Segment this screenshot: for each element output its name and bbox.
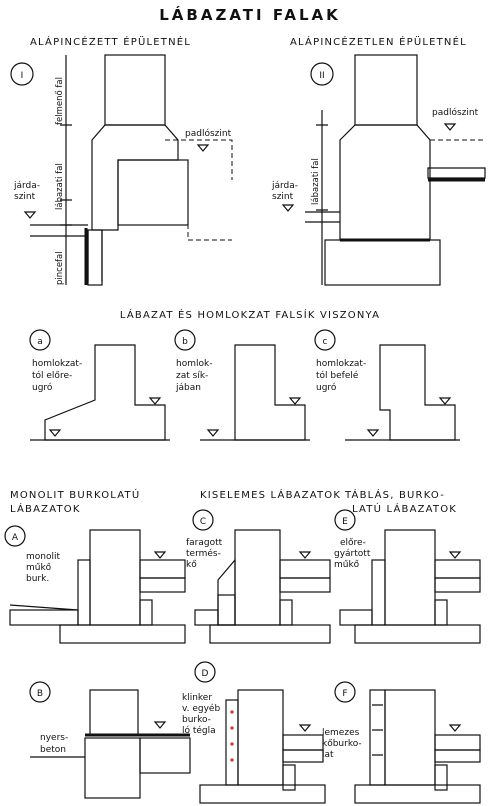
b-line2: zat sík- bbox=[176, 371, 208, 381]
svg-text:burk.: burk. bbox=[26, 574, 49, 584]
numeral-I: I bbox=[21, 71, 24, 81]
detail-A: A monolit műkő burk. bbox=[4, 525, 186, 644]
svg-text:faragott: faragott bbox=[186, 538, 223, 548]
detail-F: F lemezes kőburko- lat bbox=[322, 681, 481, 804]
svg-text:műkő: műkő bbox=[334, 560, 360, 570]
header-monolit-1: MONOLIT BURKOLATÚ bbox=[10, 488, 140, 501]
c-line1: homlokzat- bbox=[316, 359, 366, 369]
svg-text:D: D bbox=[202, 669, 209, 679]
b-line1: homlok- bbox=[176, 359, 212, 369]
b-line3: jában bbox=[175, 383, 201, 393]
svg-text:klinker: klinker bbox=[182, 693, 212, 703]
variant-b: b homlok- zat sík- jában bbox=[174, 329, 310, 441]
label-pincefal: pincefal bbox=[55, 251, 65, 285]
svg-text:lat: lat bbox=[322, 750, 334, 760]
a-line2: tól előre- bbox=[32, 370, 72, 381]
c-line3: ugró bbox=[316, 382, 337, 393]
svg-text:kő: kő bbox=[186, 560, 197, 570]
label-felmeno-fal: felmenő fal bbox=[55, 77, 65, 125]
svg-text:F: F bbox=[342, 689, 347, 699]
svg-text:beton: beton bbox=[40, 745, 66, 755]
svg-text:burko-: burko- bbox=[182, 715, 211, 725]
label-jarda2-I: szint bbox=[14, 192, 36, 202]
a-line3: ugró bbox=[32, 382, 53, 393]
svg-text:C: C bbox=[200, 517, 206, 527]
caption-middle: LÁBAZAT ÉS HOMLOKZAT FALSÍK VISZONYA bbox=[120, 308, 380, 321]
a-line1: homlokzat- bbox=[32, 359, 82, 369]
svg-text:ló tégla: ló tégla bbox=[182, 725, 216, 736]
label-padloszint-II: padlószint bbox=[432, 107, 479, 118]
svg-text:nyers-: nyers- bbox=[40, 733, 68, 743]
svg-text:gyártott: gyártott bbox=[334, 549, 371, 559]
detail-C: C faragott termés- kő bbox=[186, 509, 331, 644]
variant-c: c homlokzat- tól befelé ugró bbox=[314, 329, 460, 441]
detail-E: E előre- gyártott műkő bbox=[334, 509, 481, 644]
label-labazati-fal-I: lábazati fal bbox=[55, 163, 65, 210]
numeral-circle-II bbox=[310, 62, 334, 86]
label-labazati-fal-II: lábazati fal bbox=[311, 158, 321, 205]
label-jarda1-II: járda- bbox=[271, 181, 298, 191]
svg-text:a: a bbox=[37, 337, 43, 347]
svg-text:E: E bbox=[342, 517, 348, 527]
svg-text:lemezes: lemezes bbox=[322, 728, 360, 738]
section-I: ALÁPINCÉZETT ÉPÜLETNÉL I felmenő fal láb… bbox=[10, 35, 233, 286]
svg-text:kőburko-: kőburko- bbox=[322, 739, 362, 749]
svg-text:B: B bbox=[37, 689, 43, 699]
svg-text:v. egyéb: v. egyéb bbox=[182, 703, 220, 714]
page-title: LÁBAZATI FALAK bbox=[159, 5, 341, 24]
label-padloszint-I: padlószint bbox=[185, 128, 232, 139]
svg-text:monolit: monolit bbox=[26, 552, 60, 562]
svg-text:c: c bbox=[323, 337, 328, 347]
label-jarda2-II: szint bbox=[272, 192, 294, 202]
detail-D: D klinker v. egyéb burko- ló tégla bbox=[182, 661, 326, 804]
c-line2: tól befelé bbox=[316, 370, 359, 381]
variant-a: a homlokzat- tól előre- ugró bbox=[29, 329, 170, 441]
numeral-II: II bbox=[319, 71, 324, 81]
svg-text:termés-: termés- bbox=[186, 548, 221, 559]
svg-text:előre-: előre- bbox=[340, 538, 366, 548]
svg-text:b: b bbox=[182, 337, 188, 347]
header-monolit-2: LÁBAZATOK bbox=[10, 502, 81, 515]
numeral-circle-I bbox=[10, 62, 34, 86]
svg-text:A: A bbox=[12, 533, 19, 543]
header-tablas-1: TÁBLÁS, BURKO- bbox=[344, 488, 445, 501]
caption-II: ALÁPINCÉZETLEN ÉPÜLETNÉL bbox=[290, 35, 467, 48]
header-tablas-2: LATÚ LÁBAZATOK bbox=[352, 502, 457, 515]
label-jarda1-I: járda- bbox=[13, 181, 40, 191]
detail-B: B nyers- beton bbox=[29, 681, 191, 799]
svg-text:műkő: műkő bbox=[26, 563, 52, 573]
caption-I: ALÁPINCÉZETT ÉPÜLETNÉL bbox=[30, 35, 191, 48]
header-kiselemes: KISELEMES LÁBAZATOK bbox=[200, 488, 341, 501]
section-II: ALÁPINCÉZETLEN ÉPÜLETNÉL II lábazati fal… bbox=[271, 35, 486, 286]
